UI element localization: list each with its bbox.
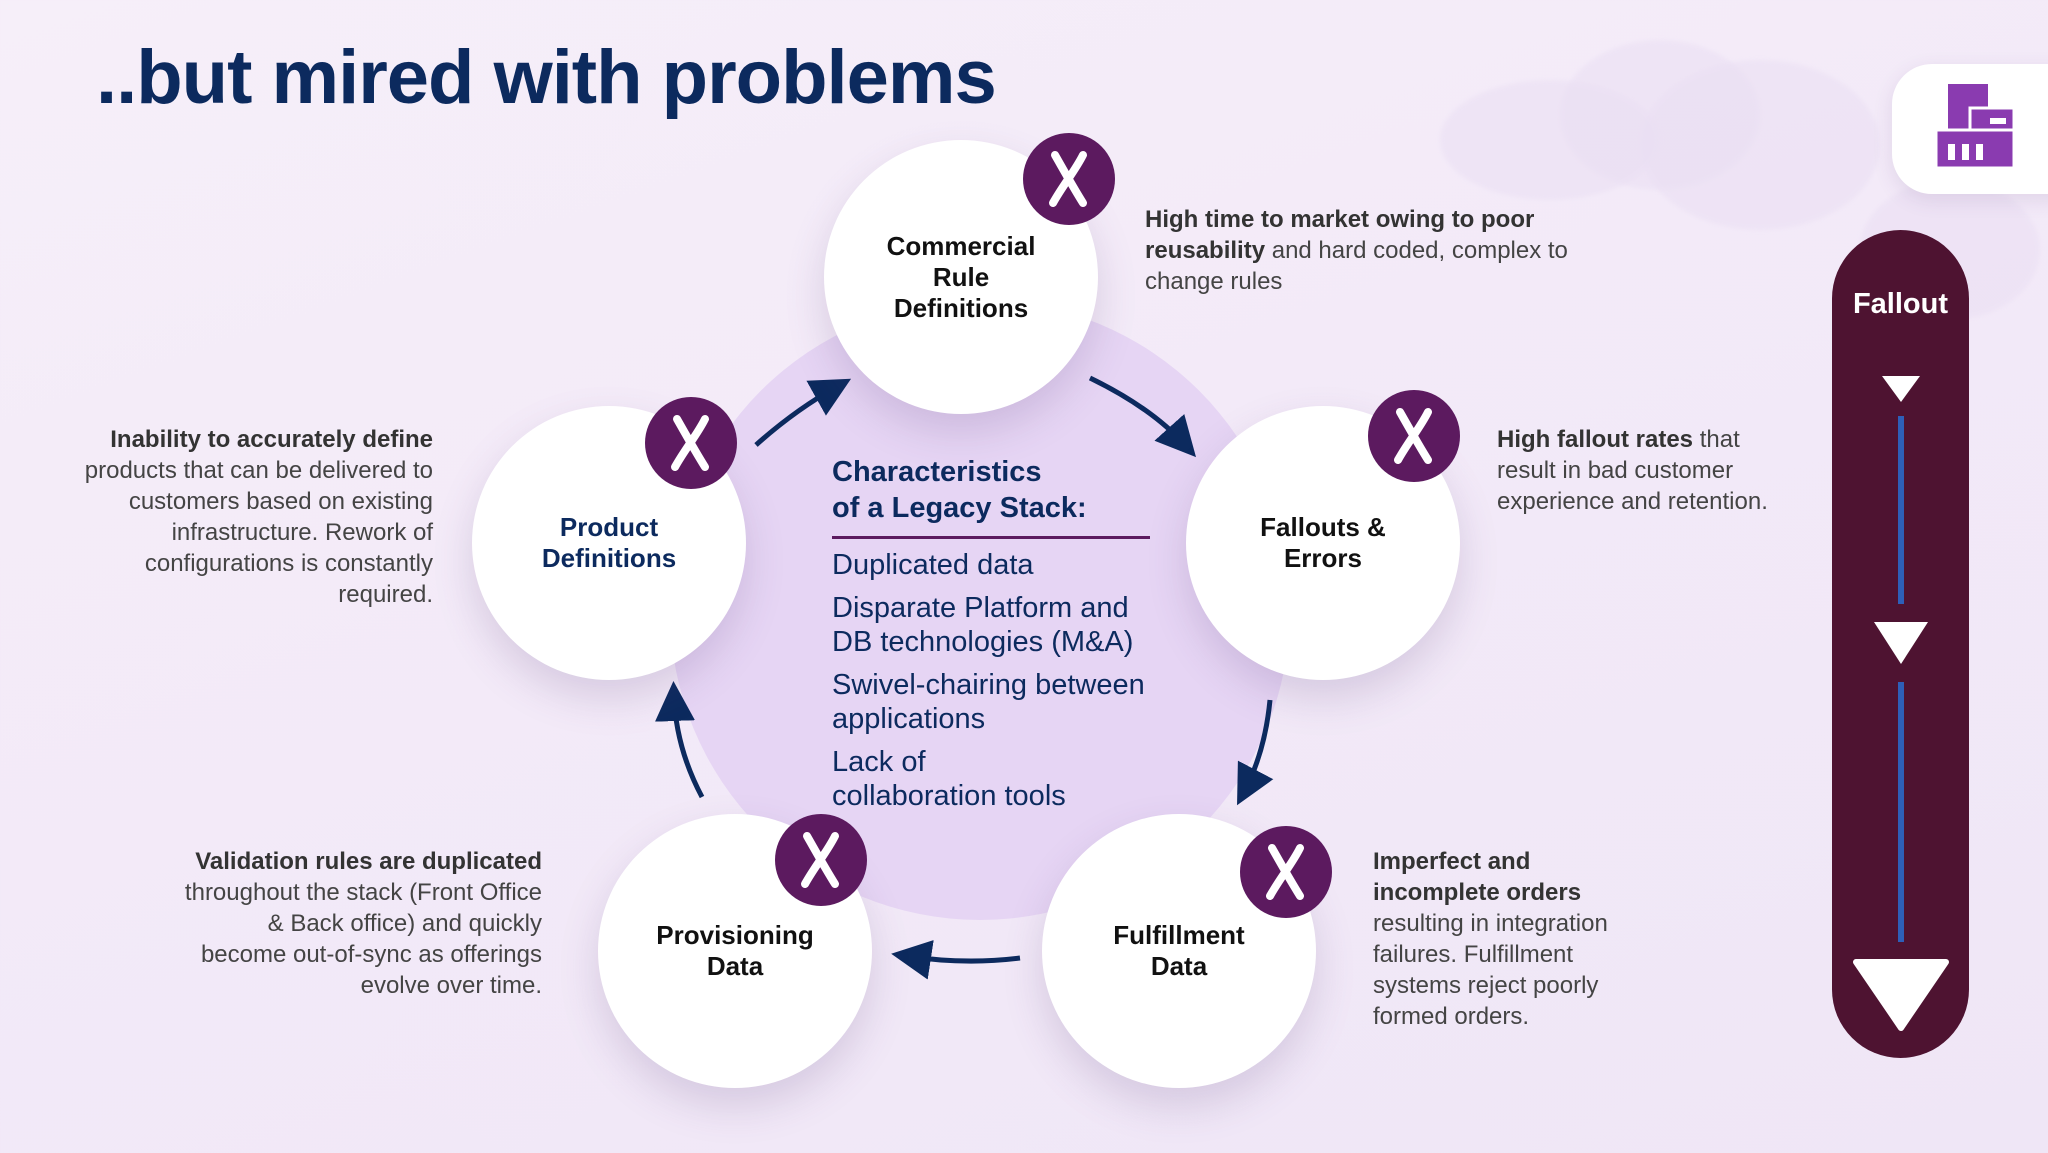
legacy-stack-characteristics: Characteristics of a Legacy Stack: Dupli… (832, 454, 1172, 813)
fallout-bar: Fallout (1832, 230, 1969, 1058)
description-text: and hard coded, complex to change rules (1145, 237, 1568, 295)
description-commercial: High time to market owing to poor reusab… (1145, 204, 1615, 297)
page-title: ..but mired with problems (96, 35, 997, 120)
node-label: Commercial Rule Definitions (866, 231, 1056, 324)
description-text: products that can be delivered to custom… (84, 457, 433, 608)
fallout-funnel (1853, 376, 1949, 1031)
background-cloud (1640, 60, 1880, 230)
node-label-line: Fallouts & (1260, 512, 1386, 542)
characteristic-item: Lack of collaboration tools (832, 745, 1172, 813)
description-bold: Inability to accurately define (110, 426, 433, 453)
side-logo-card (1892, 64, 2048, 194)
characteristic-item: Swivel-chairing between applications (832, 668, 1172, 736)
x-mark-icon (1240, 826, 1332, 918)
item-line: Duplicated data (832, 549, 1034, 581)
cycle-arrow-icon (891, 939, 1021, 980)
node-label-line: Rule (932, 261, 990, 292)
item-line: collaboration tools (832, 780, 1066, 812)
node-label-line: Data (706, 951, 764, 981)
cycle-arrow-icon (654, 681, 705, 799)
cycle-arrow-icon (1237, 699, 1274, 806)
x-mark-icon (775, 814, 867, 906)
x-mark-icon (645, 397, 737, 489)
description-provisioning: Validation rules are duplicated througho… (180, 846, 542, 1001)
down-triangle-icon (1853, 959, 1949, 1031)
node-provisioning-data: Provisioning Data (598, 814, 872, 1088)
characteristics-heading: Characteristics of a Legacy Stack: (832, 454, 1150, 539)
node-label: Fallouts & Errors (1228, 512, 1418, 574)
x-mark-icon (1368, 390, 1460, 482)
building-icon (1934, 84, 2016, 170)
item-line: applications (832, 703, 986, 735)
fallout-label: Fallout (1852, 288, 1949, 320)
description-bold: High time to market owing to poor reusab… (1145, 206, 1535, 264)
description-text: resulting in integration failures. Fulfi… (1373, 910, 1608, 1030)
item-line: Disparate Platform and (832, 592, 1129, 624)
node-label-line: Definitions (893, 292, 1029, 323)
node-label: Provisioning Data (640, 920, 830, 982)
node-label-line: Product (559, 512, 659, 542)
cycle-arrow-icon (1088, 375, 1197, 458)
description-bold: High fallout rates (1497, 426, 1694, 453)
node-label-line: Data (1150, 951, 1208, 981)
characteristic-item: Disparate Platform and DB technologies (… (832, 591, 1172, 659)
description-product: Inability to accurately define products … (80, 424, 433, 610)
node-label: Product Definitions (514, 512, 704, 574)
description-text: that result in bad customer experience a… (1497, 426, 1768, 515)
node-label-line: Fulfillment (1113, 920, 1245, 950)
heading-line: of a Legacy Stack: (832, 492, 1087, 524)
description-text: throughout the stack (Front Office & Bac… (184, 879, 542, 999)
node-label-line: Definitions (541, 543, 677, 573)
down-triangle-icon (1882, 376, 1920, 402)
item-line: Swivel-chairing between (832, 669, 1145, 701)
x-mark-icon (1023, 133, 1115, 225)
description-bold: Imperfect and incomplete orders (1373, 848, 1582, 906)
heading-line: Characteristics (832, 456, 1042, 488)
node-label-line: Commercial (886, 230, 1036, 261)
background-cloud (1440, 80, 1660, 200)
down-triangle-icon (1874, 622, 1928, 664)
item-line: Lack of (832, 746, 926, 778)
item-line: DB technologies (M&A) (832, 626, 1134, 658)
description-fallouts: High fallout rates that result in bad cu… (1497, 424, 1797, 517)
node-label-line: Errors (1283, 543, 1363, 573)
description-fulfillment: Imperfect and incomplete orders resultin… (1373, 846, 1663, 1032)
description-bold: Validation rules are duplicated (195, 848, 542, 875)
cycle-arrow-icon (754, 378, 852, 447)
node-label: Fulfillment Data (1084, 920, 1274, 982)
characteristic-item: Duplicated data (832, 548, 1172, 582)
node-label-line: Provisioning (656, 920, 814, 950)
